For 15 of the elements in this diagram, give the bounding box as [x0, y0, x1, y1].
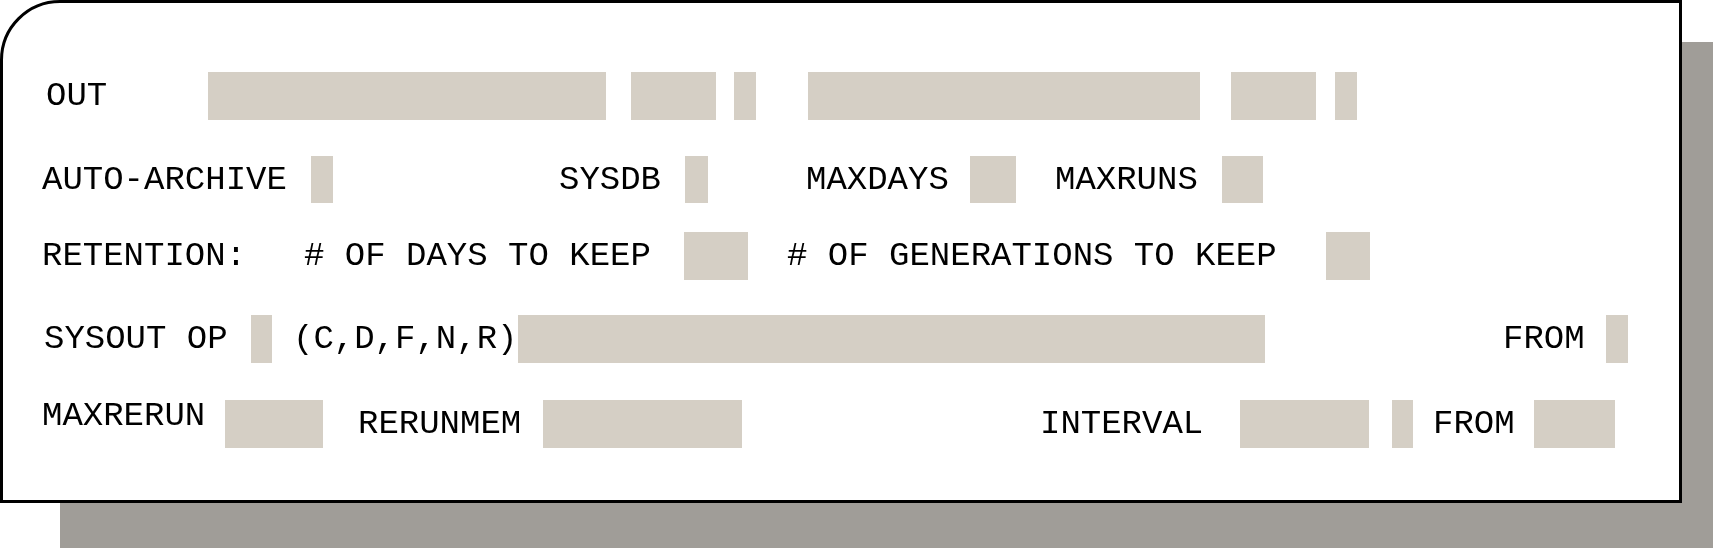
- field-label: INTERVAL: [1040, 404, 1204, 444]
- field-label: MAXRERUN: [42, 396, 206, 436]
- field-label: RETENTION:: [42, 236, 247, 276]
- field-label: # OF DAYS TO KEEP: [304, 236, 651, 276]
- field-label: FROM: [1433, 404, 1515, 444]
- field-label: FROM: [1503, 319, 1585, 359]
- field-label: SYSOUT OP: [44, 319, 228, 359]
- field-label: AUTO-ARCHIVE: [42, 160, 287, 200]
- field-label: RERUNMEM: [358, 404, 522, 444]
- field-label: # OF GENERATIONS TO KEEP: [787, 236, 1277, 276]
- field-label: OUT: [46, 76, 108, 116]
- field-label: MAXDAYS: [806, 160, 949, 200]
- field-label: MAXRUNS: [1055, 160, 1198, 200]
- field-label: (C,D,F,N,R): [293, 319, 518, 359]
- field-label: SYSDB: [559, 160, 662, 200]
